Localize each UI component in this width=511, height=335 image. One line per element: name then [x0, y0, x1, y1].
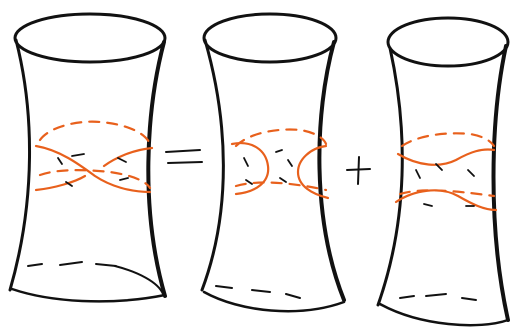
cylinder-1-bottom-rim-front	[10, 287, 167, 303]
cylinder-1-top-rim	[13, 12, 167, 64]
cylinder-1-right-side	[146, 40, 167, 298]
cylinder-2-top-rim	[202, 12, 338, 64]
cylinder-2-left-arc	[230, 142, 270, 196]
cylinder-1-bottom-rim-back	[27, 261, 117, 267]
cylinder-2-bottom-rim-front	[202, 290, 346, 313]
cylinder-2-curves	[230, 128, 330, 200]
cylinder-2-right-arc	[296, 144, 330, 200]
cylinder-3-bottom-rim-back	[399, 293, 477, 301]
cylinder-1-back-curve-lower	[38, 169, 152, 190]
cylinder-2	[200, 12, 346, 313]
cylinder-3-back-marks	[415, 163, 475, 207]
cylinder-3-left-side	[376, 46, 404, 307]
cylinder-2-back-marks	[243, 149, 293, 185]
cylinder-1-outline	[8, 12, 167, 303]
cylinder-1-left-side	[8, 38, 31, 292]
cylinder-2-outline	[200, 12, 346, 313]
cylinder-1-strand-a	[34, 144, 152, 194]
cylinder-3-top-rim	[386, 16, 510, 68]
cylinder-1-bottom-rim-front-right	[114, 265, 164, 295]
cylinder-2-bottom-rim-back	[215, 285, 301, 299]
cylinder-2-left-side	[200, 38, 225, 292]
cylinder-1	[8, 12, 167, 303]
equals-sign	[165, 149, 203, 164]
cylinder-1-back-curve-upper	[38, 120, 152, 146]
cylinder-1-back-marks	[57, 153, 129, 187]
cylinder-2-back-curve-lower	[234, 181, 328, 192]
cylinder-2-right-side	[317, 40, 346, 302]
cylinder-3-curves	[394, 132, 498, 212]
cylinder-3-right-side	[491, 44, 510, 322]
cylinder-3-back-curve-upper	[400, 132, 496, 148]
cylinder-2-back-curve-upper	[234, 128, 328, 148]
cylinder-3-bottom-rim-front	[378, 302, 510, 327]
cylinder-3	[376, 16, 510, 327]
cylinder-1-strand-b2	[102, 146, 154, 168]
cylinder-3-outline	[376, 16, 510, 327]
cylinder-1-curves	[34, 120, 154, 194]
cylinder-3-lower-arc	[394, 189, 498, 212]
plus-sign	[346, 156, 371, 185]
cylinder-1-strand-b	[34, 174, 87, 192]
cylinder-3-upper-arc	[396, 148, 496, 166]
